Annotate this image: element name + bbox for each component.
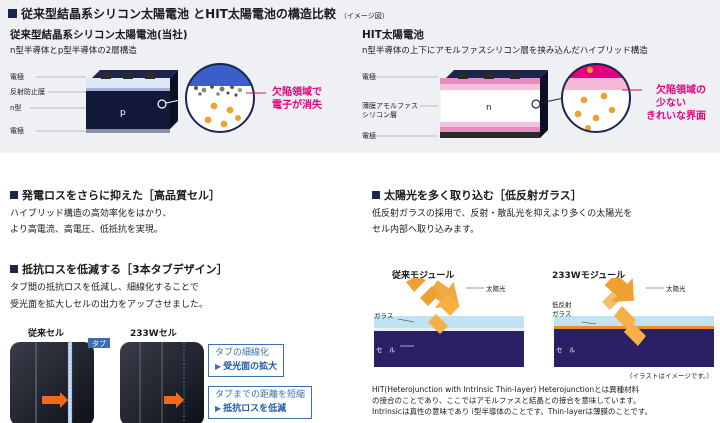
conventional-cell-desc: n型半導体とp型半導体の2層構造 [10,46,137,56]
p-layer-label: p [120,108,126,118]
low-reflection-label: 低反射 [552,301,572,309]
section-title-glass: 太陽光を多く取り込む［低反射ガラス］ [372,187,582,203]
glass-label-conventional: ガラス [374,312,394,320]
glass-label-233w: ガラス [552,310,572,318]
hit-cell-title: HIT太陽電池 [362,29,424,41]
233w-module-title: 233Wモジュール [552,271,626,281]
triangle-right-icon: ▶ [215,404,222,413]
label-electrode-bottom: 電極 [10,127,24,135]
glass-module-illustration [374,278,714,367]
section-title-tab-design: 抵抗ロスを低減する［3本タブデザイン］ [10,261,228,277]
tab-cell-illustration: タブ [10,338,204,423]
hit-callout-line2: 少ない [656,98,686,109]
glass-body-line2: セル内部へ取り込みます。 [372,225,480,235]
illustration-note: （イラストはイメージです。） [626,372,713,380]
tab-body-line2: 受光面を拡大しセルの出力をアップさせました。 [10,300,209,310]
n-layer-label: n [486,103,492,113]
hit-label-amorphous-1: 薄膜アモルファス [362,102,418,110]
callout-thin-tab-line1: タブの細線化 [215,348,270,358]
tab-body-line1: タブ間の抵抗ロスを低減し、細線化することで [10,283,199,293]
triangle-right-icon: ▶ [215,362,222,371]
sunlight-label-conventional: 太陽光 [486,285,506,293]
hit-label-amorphous-2: シリコン層 [362,111,397,119]
233w-cell-label: 233Wセル [130,329,177,339]
hit-label-electrode-top: 電極 [362,73,376,81]
bullet-square-icon [372,191,380,199]
conventional-module-title: 従来モジュール [392,271,455,281]
hit-note-line1: HIT(Heterojunction with Intrinsic Thin-l… [372,385,640,394]
cell-label-233w: セ ル [556,346,576,354]
page-title: 従来型結晶系シリコン太陽電池 とHIT太陽電池の構造比較（イメージ図） [8,5,389,22]
hit-callout-line1: 欠陥領域の [656,85,706,96]
arrow-right-icon [164,392,184,408]
hit-cell-desc: n型半導体の上下にアモルファスシリコン層を挟み込んだハイブリッド構造 [362,46,648,56]
bullet-square-icon [8,9,17,18]
arrow-right-icon [42,392,68,408]
conventional-cell-diagram: p [30,63,266,133]
hit-callout-line3: きれいな界面 [646,111,706,122]
tab-label: タブ [92,339,106,348]
image-note: （イメージ図） [339,12,389,20]
bullet-square-icon [10,191,18,199]
conventional-cell-label: 従来セル [28,329,65,339]
conventional-callout-line1: 欠陥領域で [272,87,322,98]
callout-short-distance-line1: タブまでの距離を短縮 [215,390,306,400]
sunlight-label-233w: 太陽光 [666,285,686,293]
label-antireflection-film: 反射防止膜 [10,88,45,96]
callout-thin-tab: タブの細線化 ▶受光面の拡大 [208,344,285,377]
callout-thin-tab-line2: ▶受光面の拡大 [215,362,278,372]
quality-body-line2: より高電流、高電圧、低抵抗を実現。 [10,225,163,235]
glass-body-line1: 低反射ガラスの採用で、反射・散乱光を抑えより多くの太陽光を [372,209,633,219]
conventional-callout-line2: 電子が消失 [272,100,322,111]
hit-cell-diagram: n [376,63,642,138]
hit-note-line3: Intrinsicは真性の意味であり i型半導体のことです。Thin-layer… [372,407,653,416]
quality-body-line1: ハイブリッド構造の高効率化をはかり、 [10,209,172,219]
label-n-type: n型 [10,104,22,112]
cell-label-conventional: セ ル [376,346,396,354]
conventional-cell-title: 従来型結晶系シリコン太陽電池(当社) [10,29,188,41]
bullet-square-icon [10,265,18,273]
hit-label-electrode-bottom: 電極 [362,132,376,140]
callout-short-distance: タブまでの距離を短縮 ▶抵抗ロスを低減 [208,386,313,419]
section-title-quality: 発電ロスをさらに抑えた［高品質セル］ [10,187,220,203]
label-electrode-top: 電極 [10,73,24,81]
hit-note-line2: の接合のことであり、ここではアモルファスと結晶との接合を意味しています。 [372,396,641,405]
callout-short-distance-line2: ▶抵抗ロスを低減 [215,404,287,414]
